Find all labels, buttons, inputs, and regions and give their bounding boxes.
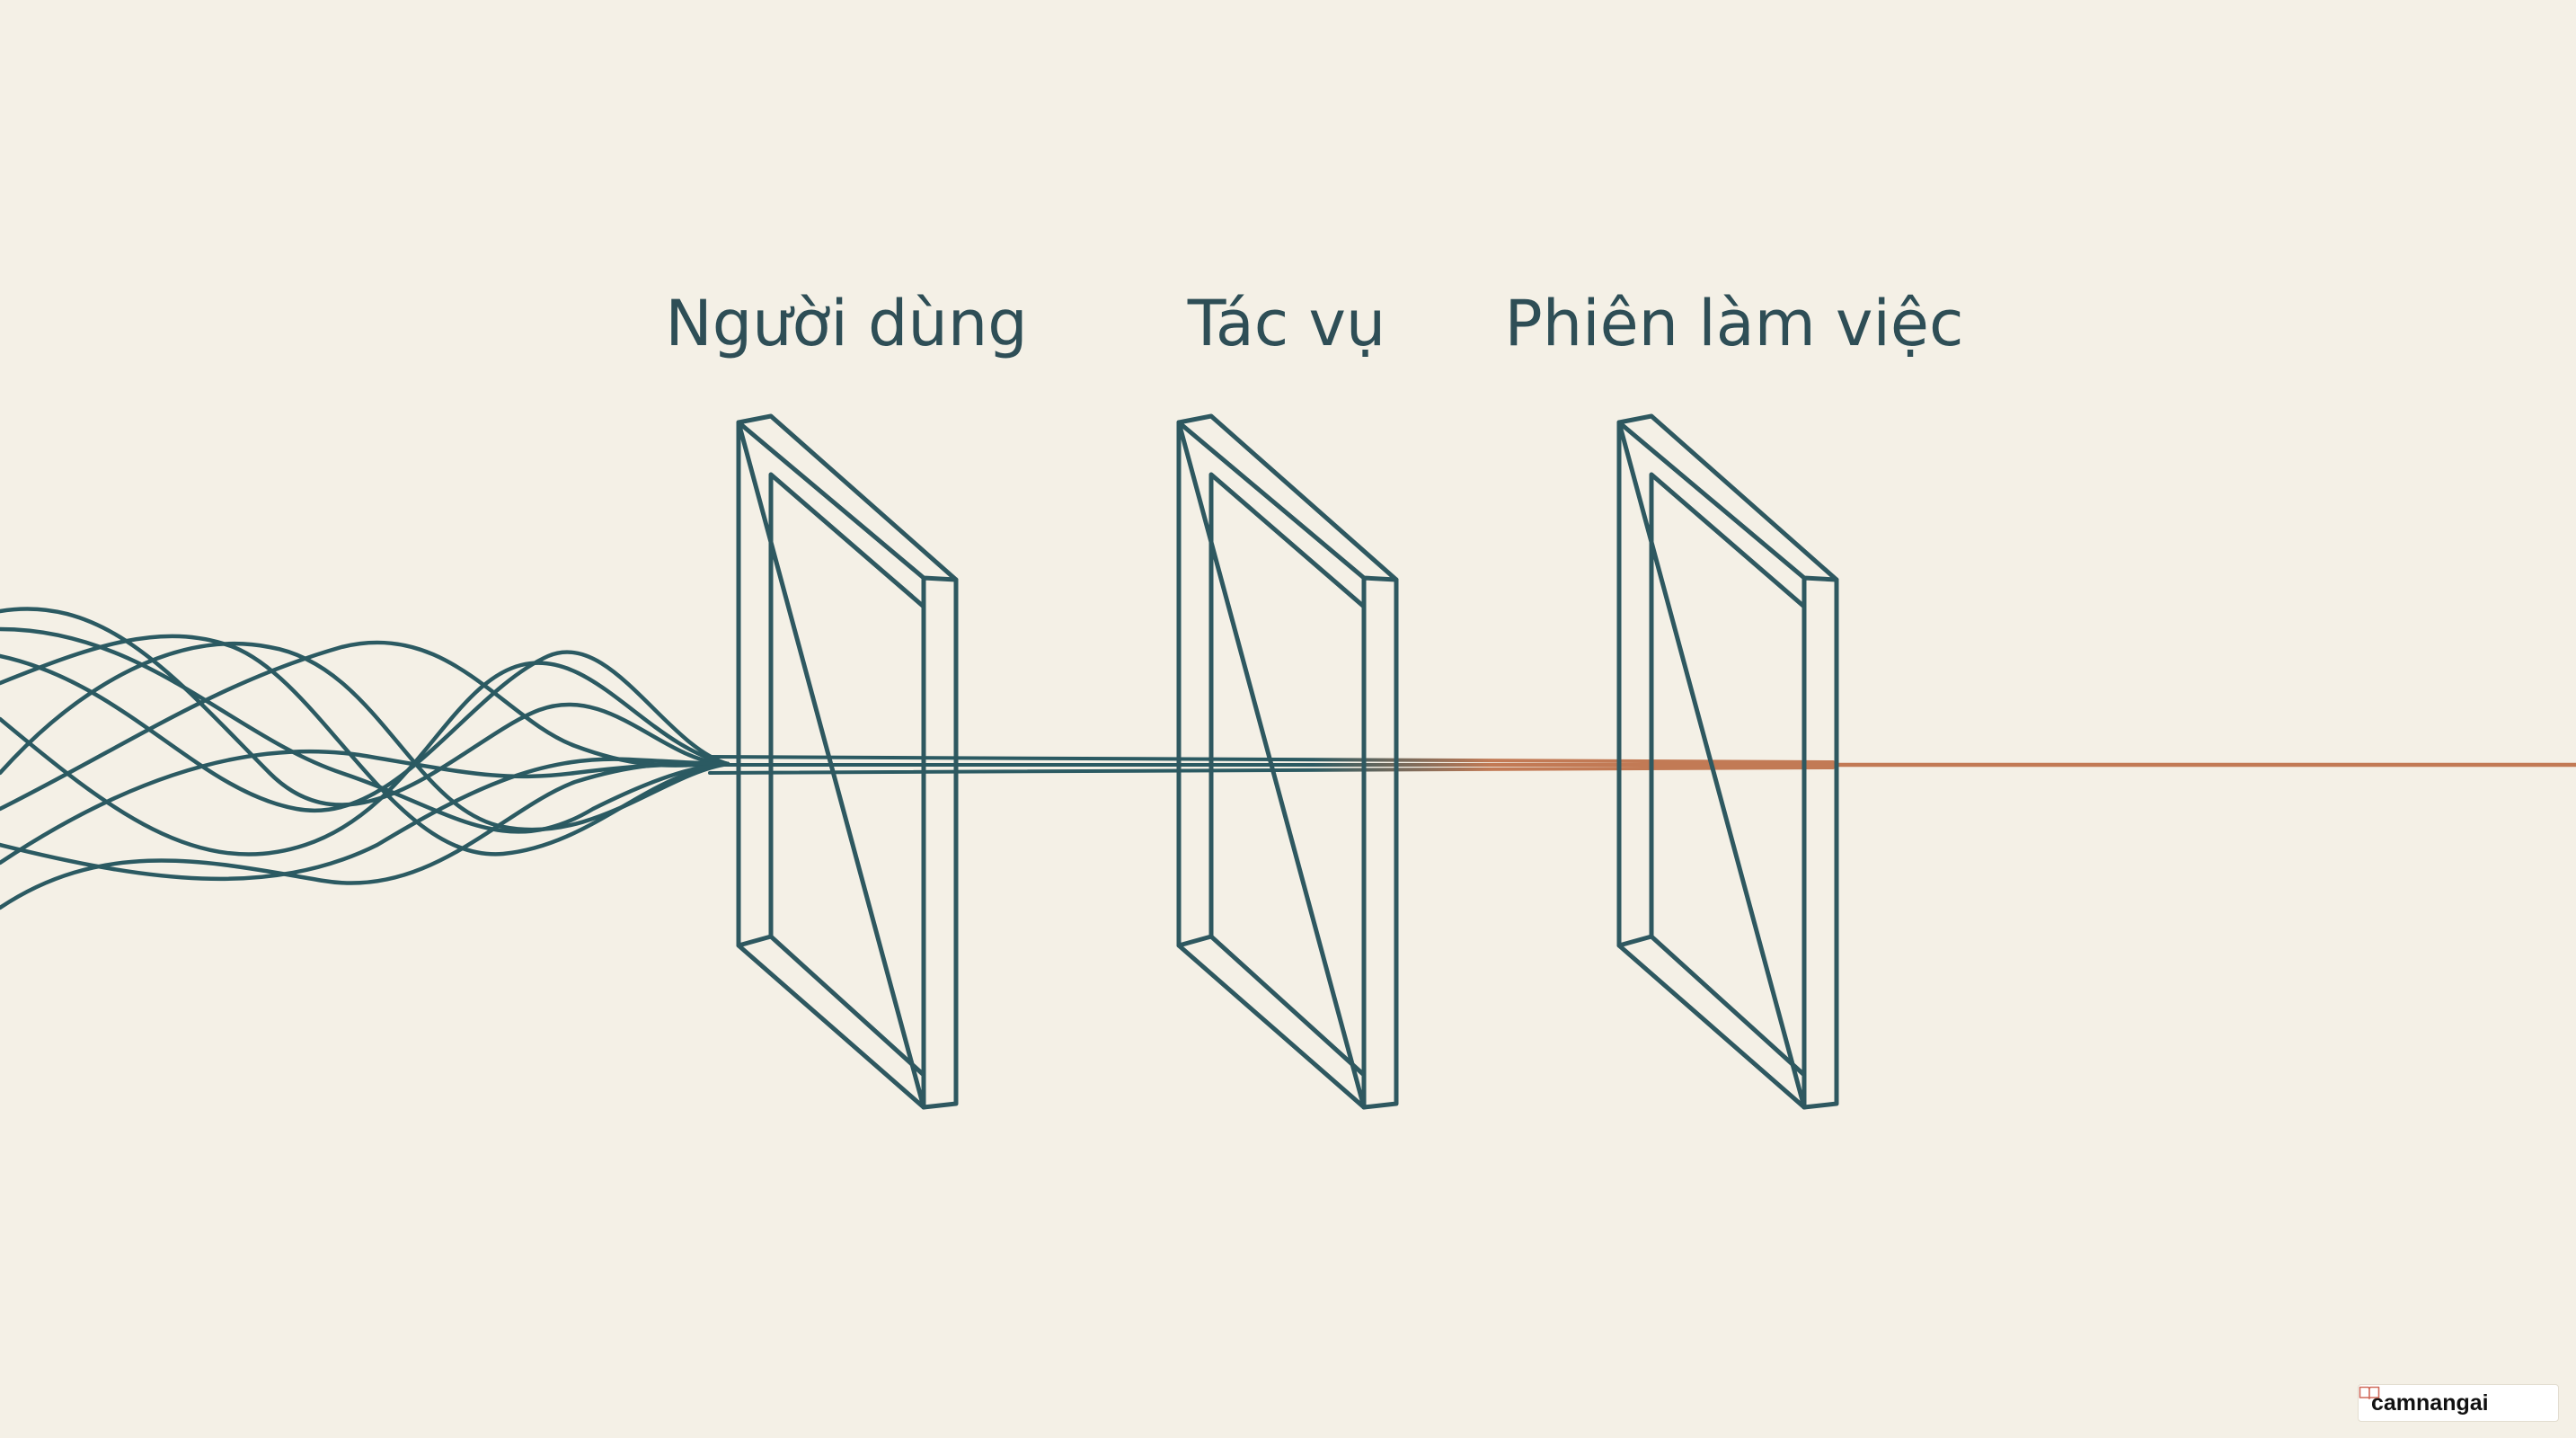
frame-session bbox=[1616, 413, 1839, 1110]
frame-task bbox=[1176, 413, 1399, 1110]
watermark-text: camnangai bbox=[2371, 1389, 2489, 1416]
input-thread bbox=[0, 626, 730, 834]
frame-user bbox=[736, 413, 959, 1110]
frame-label-session: Phiên làm việc bbox=[1504, 287, 1964, 360]
input-thread bbox=[0, 661, 730, 857]
input-thread bbox=[0, 607, 730, 807]
input-thread bbox=[0, 761, 730, 910]
input-thread bbox=[0, 640, 730, 812]
input-threads bbox=[0, 607, 730, 910]
frame-label-task: Tác vụ bbox=[1187, 287, 1386, 360]
input-thread bbox=[0, 757, 730, 882]
book-icon bbox=[2359, 1386, 2380, 1399]
watermark-badge: camnangai bbox=[2358, 1384, 2559, 1422]
input-thread bbox=[0, 642, 730, 832]
input-thread bbox=[0, 650, 730, 813]
input-thread bbox=[0, 634, 730, 857]
frame-label-user: Người dùng bbox=[665, 287, 1028, 360]
